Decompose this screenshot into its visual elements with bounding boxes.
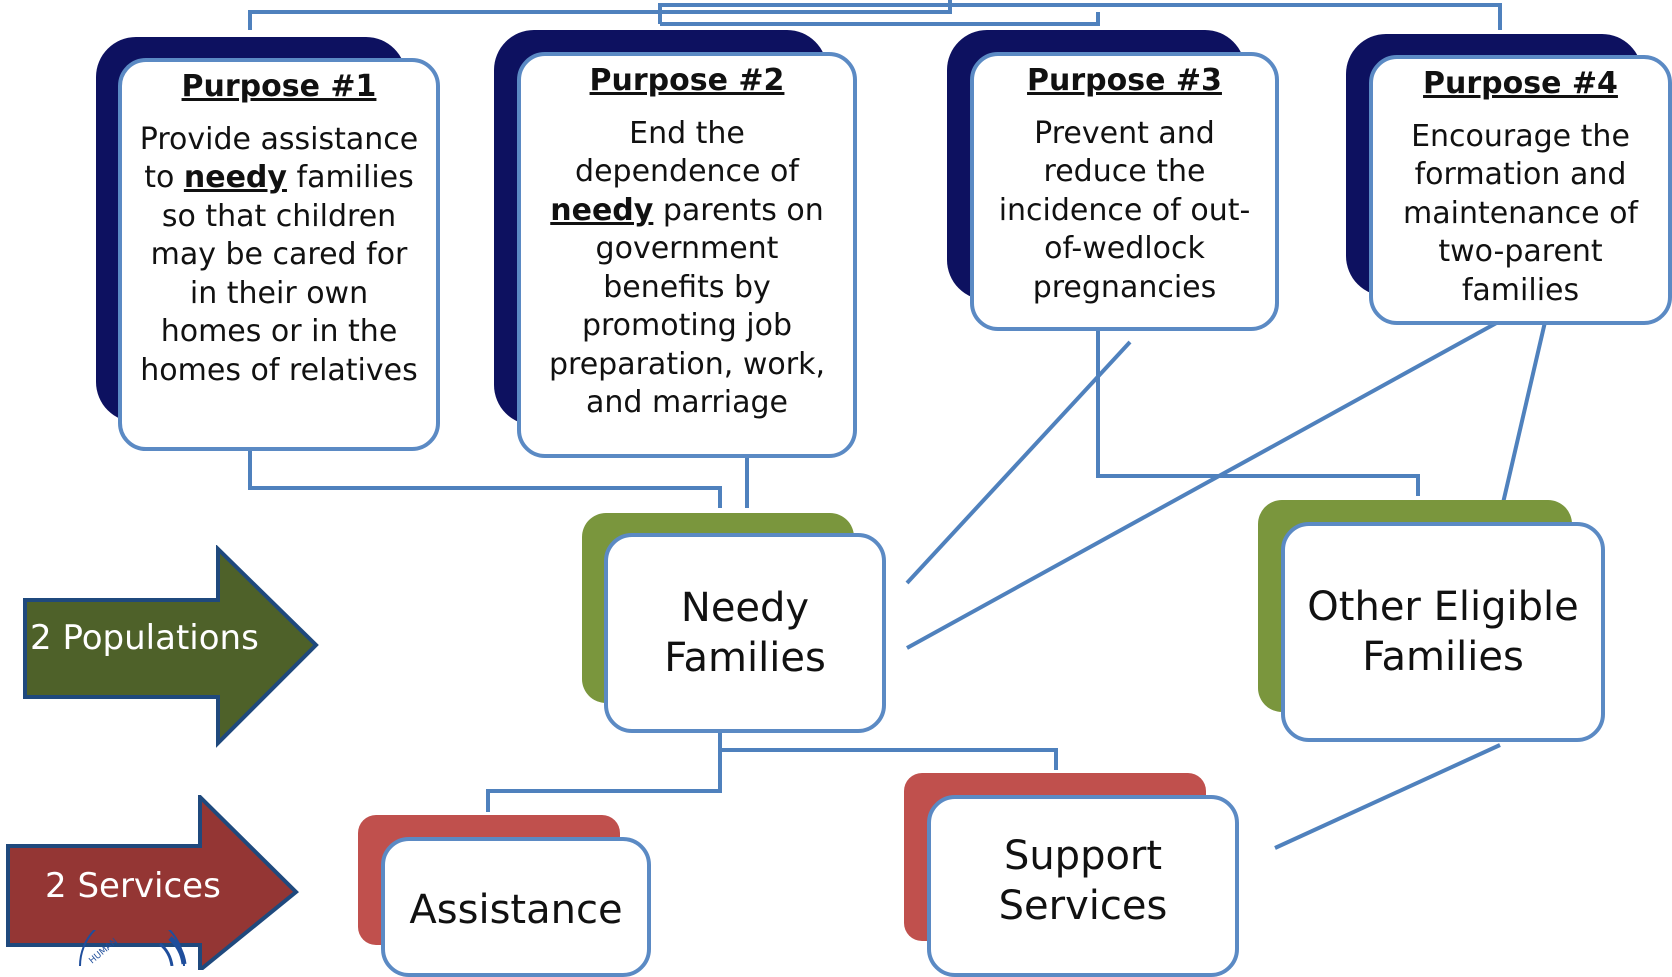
purpose-4-text: Encourage the formation and maintenance … (1403, 118, 1638, 308)
support-services-box: Support Services (927, 795, 1239, 977)
needy-emphasis: needy (550, 192, 654, 228)
seal-text: HUMAN (88, 937, 120, 966)
purpose-1-text: Provide assistance to needy families so … (139, 121, 419, 388)
purpose-3-title: Purpose #3 (1027, 63, 1222, 98)
purpose-1-title: Purpose #1 (181, 69, 377, 104)
purpose-2-title: Purpose #2 (589, 63, 785, 98)
populations-arrow-label: 2 Populations (30, 618, 259, 658)
purpose-1-card: Purpose #1 Provide assistance to needy f… (118, 58, 440, 451)
purpose-4-title: Purpose #4 (1423, 66, 1618, 101)
needy-families-label: Needy Families (664, 585, 826, 681)
needy-emphasis: needy (183, 160, 287, 195)
populations-arrow (23, 545, 319, 748)
services-arrow (6, 795, 299, 970)
purpose-4-card: Purpose #4 Encourage the formation and m… (1369, 55, 1672, 325)
purpose-3-card: Purpose #3 Prevent and reduce the incide… (970, 52, 1279, 331)
support-services-label: Support Services (998, 833, 1168, 929)
purpose-2-text: End the dependence of needy parents on g… (549, 115, 825, 421)
other-eligible-families-label: Other Eligible Families (1307, 584, 1579, 680)
purpose-3-text: Prevent and reduce the incidence of out-… (998, 115, 1251, 305)
agency-seal-logo: HUMAN (79, 930, 187, 966)
needy-families-box: Needy Families (604, 533, 886, 733)
other-eligible-families-box: Other Eligible Families (1281, 522, 1605, 742)
assistance-label: Assistance (409, 887, 623, 933)
assistance-box: Assistance (381, 837, 651, 977)
services-arrow-label: 2 Services (45, 866, 221, 906)
purpose-2-card: Purpose #2 End the dependence of needy p… (517, 52, 857, 458)
